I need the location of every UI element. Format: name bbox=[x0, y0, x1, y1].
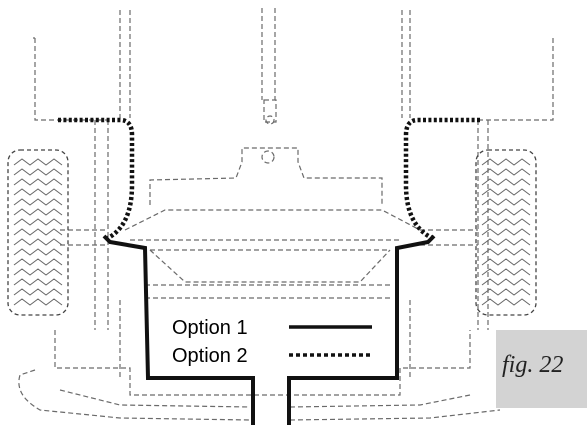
center-pivot-top bbox=[265, 115, 275, 125]
figure-number: fig. 22 bbox=[502, 352, 564, 378]
upper-frame-outline bbox=[33, 37, 108, 121]
crossmember-bottom bbox=[145, 284, 390, 299]
center-pivot bbox=[261, 150, 275, 164]
crossmember-upper bbox=[124, 209, 421, 231]
option-2-route-left bbox=[58, 117, 135, 240]
center-hump bbox=[149, 147, 383, 205]
vehicle-outline bbox=[18, 8, 554, 421]
center-column bbox=[261, 8, 276, 100]
left-rail-outer bbox=[119, 10, 131, 118]
crossmember-v bbox=[149, 249, 391, 283]
crossmember-lower bbox=[130, 239, 400, 251]
left-wheel bbox=[7, 149, 69, 316]
right-rail-inner bbox=[477, 120, 489, 330]
figure-label-tab bbox=[496, 330, 587, 408]
front-bumper bbox=[18, 369, 501, 421]
left-wheel-tread bbox=[13, 158, 63, 306]
right-wheel bbox=[475, 149, 537, 316]
lower-body-outline bbox=[54, 330, 471, 396]
option-1-route-right bbox=[287, 234, 436, 425]
upper-frame-outline-right bbox=[478, 38, 554, 121]
left-axle bbox=[60, 229, 108, 246]
right-axle bbox=[420, 229, 478, 246]
option-2-route-right bbox=[403, 117, 480, 241]
option-1-route bbox=[102, 234, 436, 425]
right-wheel-tread bbox=[481, 158, 531, 306]
option-2-route bbox=[58, 117, 480, 241]
center-bracket bbox=[263, 99, 277, 123]
legend: Option 1 Option 2 bbox=[160, 303, 382, 367]
legend-option-1-label: Option 1 bbox=[172, 317, 248, 339]
lower-body-inner bbox=[119, 300, 411, 380]
right-rail-outer bbox=[401, 10, 411, 118]
option-1-route-left bbox=[102, 234, 255, 425]
left-rail-inner bbox=[94, 120, 109, 330]
front-bumper-inner bbox=[59, 389, 471, 408]
legend-option-2-label: Option 2 bbox=[172, 345, 248, 367]
